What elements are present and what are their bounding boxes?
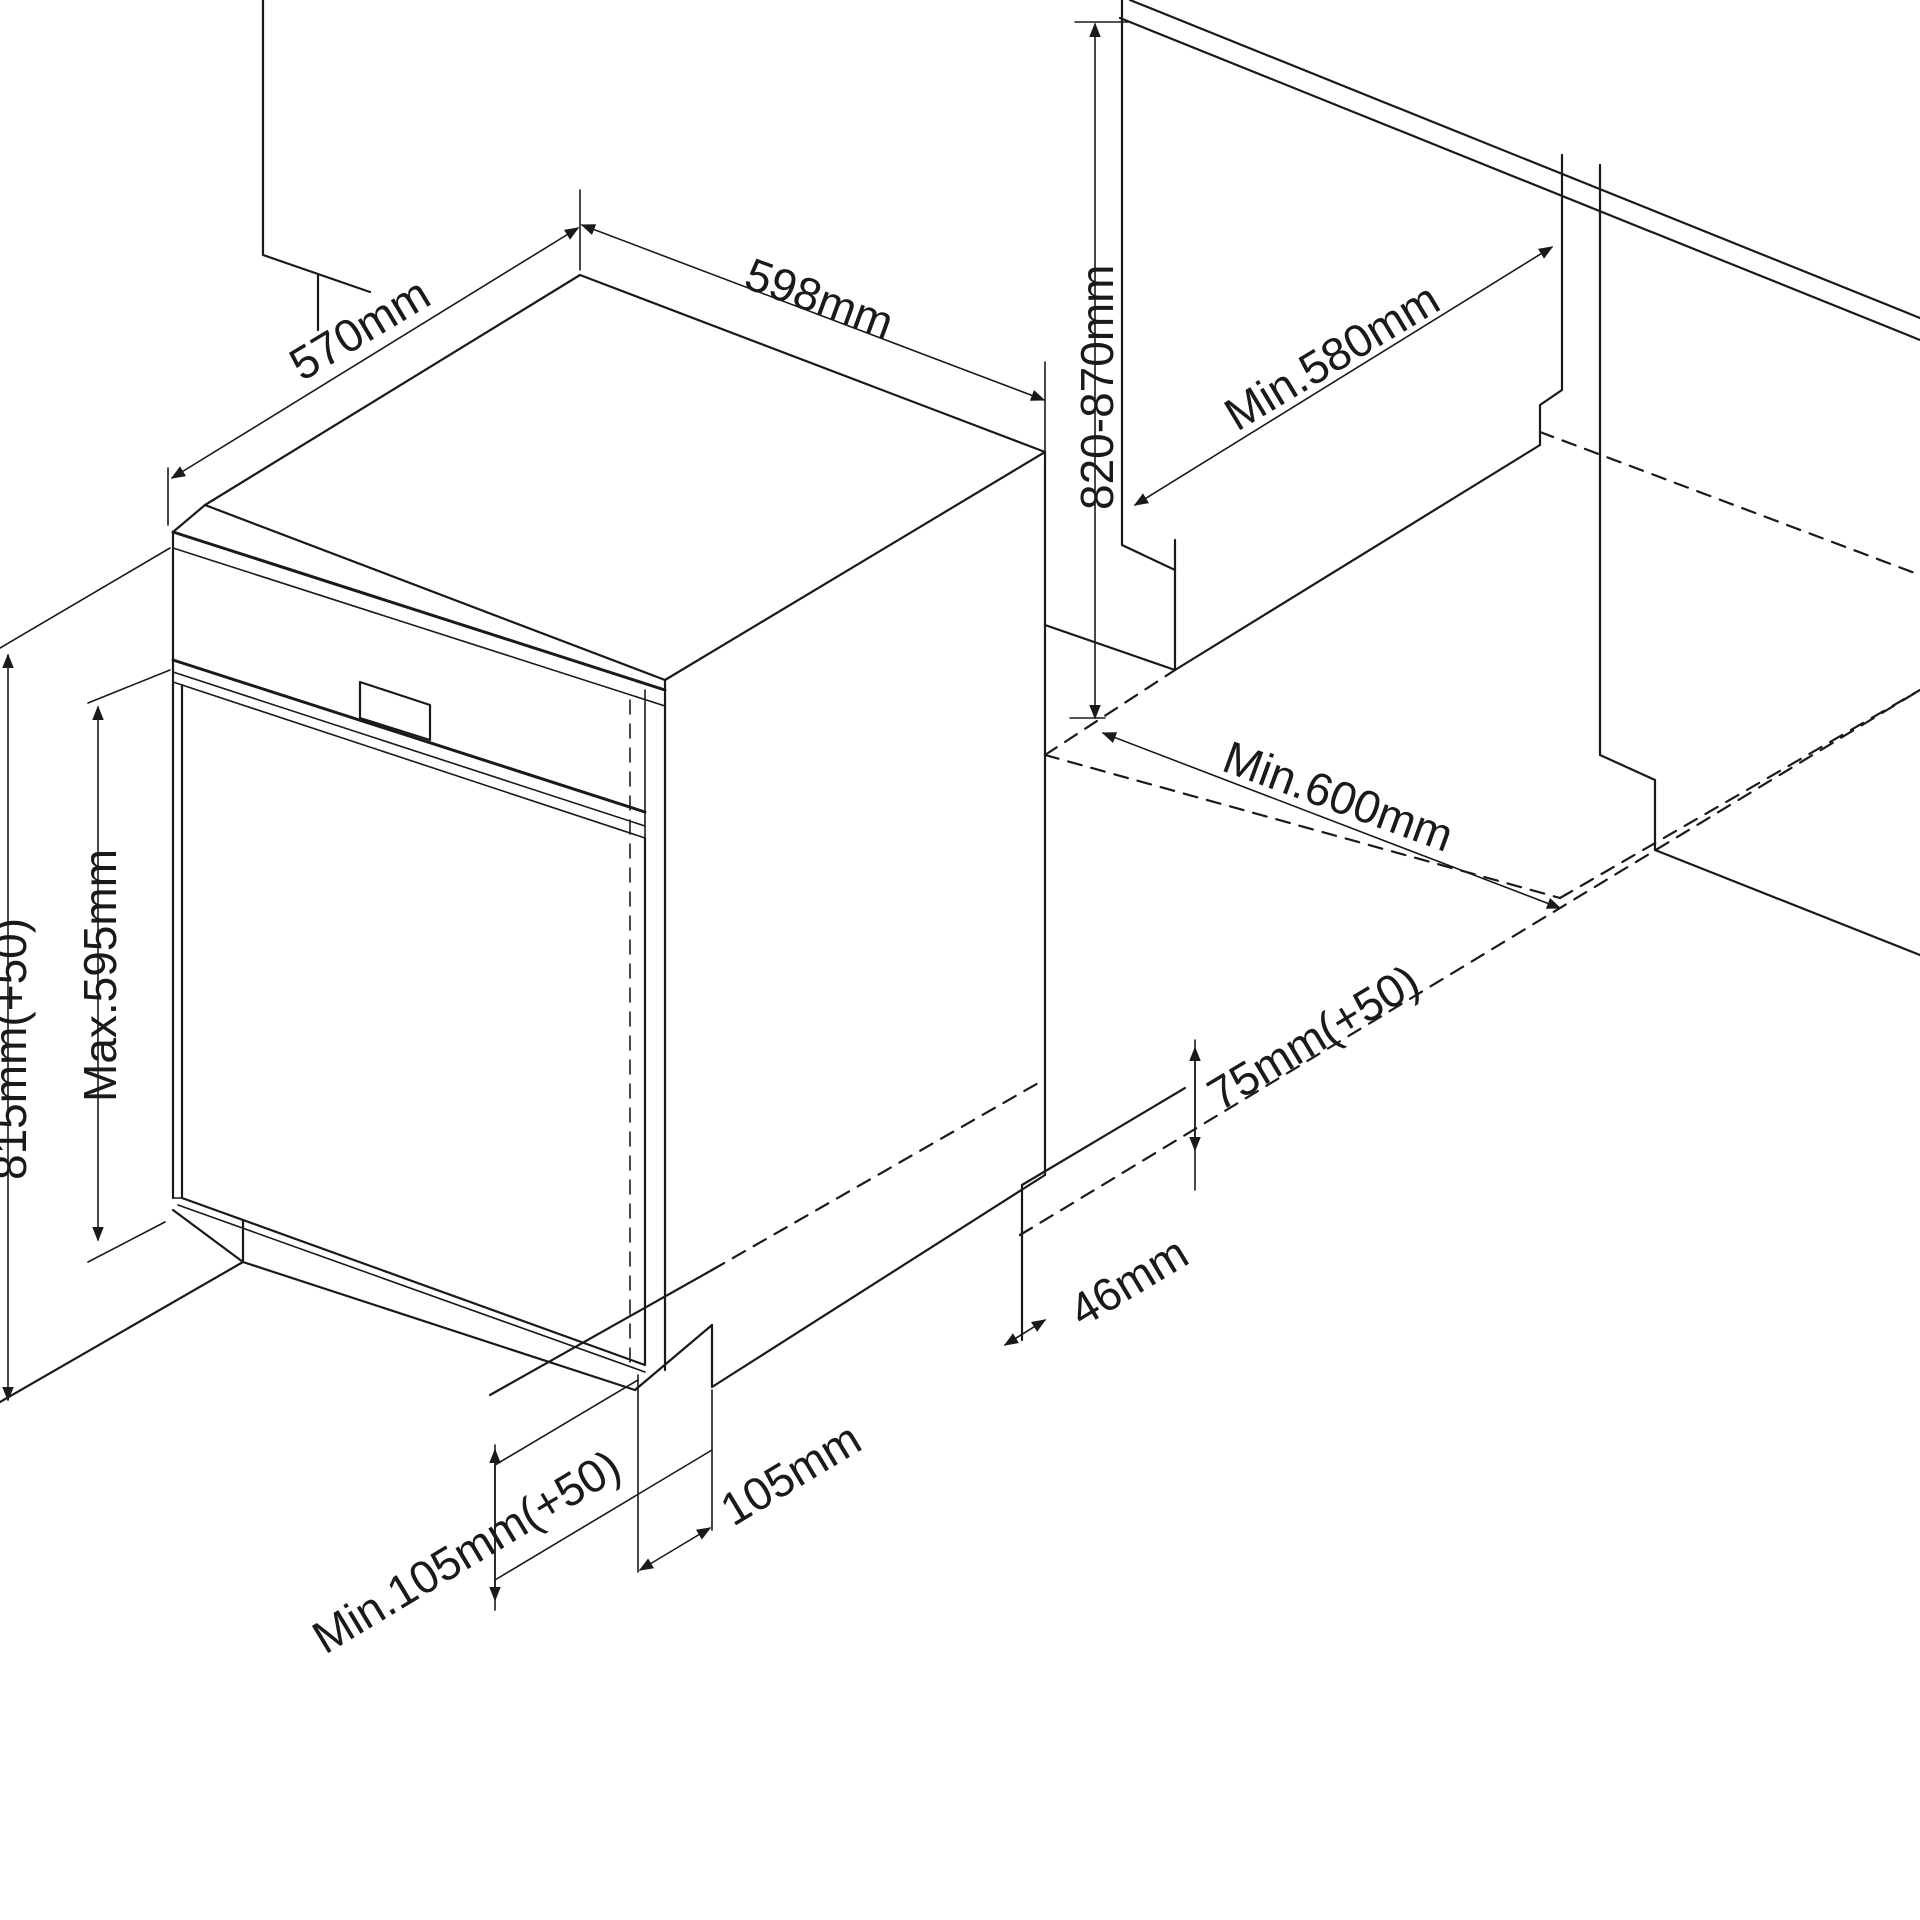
display-window [358,680,432,742]
total-height-label: 815mm(+50) [0,918,36,1180]
min-width-label: Min.600mm [1217,731,1461,862]
max-door-height-label: Max.595mm [74,849,126,1102]
min-plinth-label: Min.105mm(+50) [303,1439,629,1663]
right-cabinet [488,0,1920,1397]
dishwasher-side-panel [710,450,1047,1389]
dimension-lines [0,21,1562,1611]
floor-outline-back [1538,430,1920,577]
plinth-height-label: 75mm(+50) [1198,954,1427,1120]
width-label: 598mm [739,248,901,349]
left-upper-cabinet [261,0,372,332]
plinth-offset-label: 46mm [1060,1226,1196,1336]
control-panel-top-edge [171,530,667,692]
dishwasher-body [0,273,1047,1404]
dimension-labels: 598mm 570mm 820-870mm Min.580mm Min.600m… [0,248,1460,1664]
front-plinth-label: 105mm [711,1412,869,1536]
cabinet-height-label: 820-870mm [1071,265,1123,510]
front-plinth [241,1218,637,1392]
dishwasher-door [180,683,647,1367]
floor-outline-front [1018,688,1920,1237]
min-depth-label: Min.580mm [1215,272,1448,440]
